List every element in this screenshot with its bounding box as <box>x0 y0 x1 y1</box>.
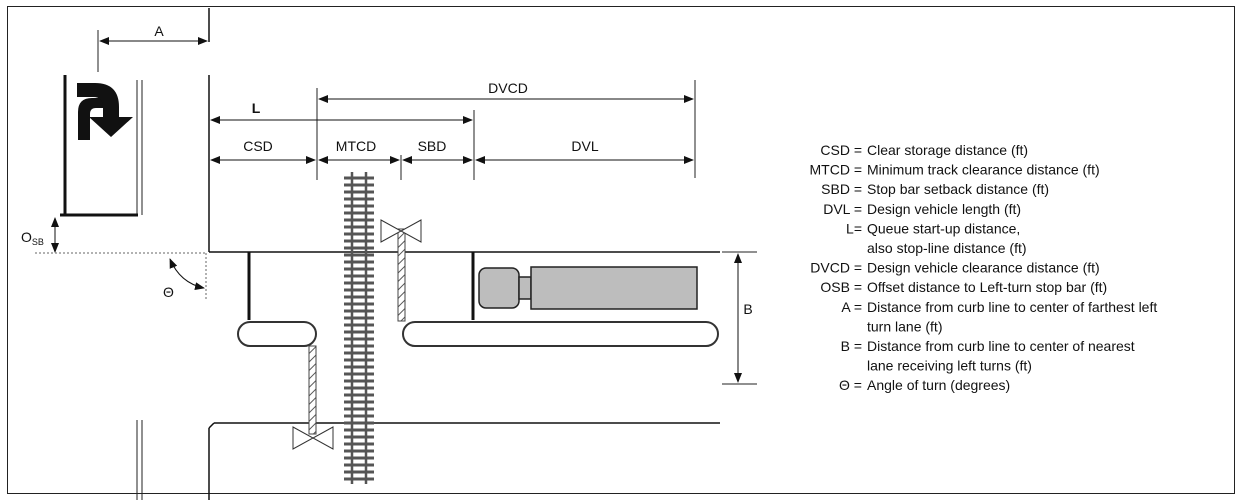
label-SBD: SBD <box>418 138 447 154</box>
legend-text: Distance from curb line to center of nea… <box>867 338 1135 354</box>
legend-key: A = <box>841 299 862 315</box>
label-DVCD: DVCD <box>488 80 528 96</box>
dimension-DVCD: DVCD <box>316 80 696 180</box>
left-median-island <box>237 321 317 347</box>
label-MTCD: MTCD <box>336 138 376 154</box>
label-OSB: OSB <box>21 229 44 247</box>
dimension-theta: Θ <box>163 253 207 300</box>
label-DVL: DVL <box>571 138 598 154</box>
legend-text: Distance from curb line to center of far… <box>867 299 1157 315</box>
left-turn-arrow-icon <box>77 83 133 140</box>
legend-text: also stop-line distance (ft) <box>867 240 1027 256</box>
legend-text: turn lane (ft) <box>867 318 942 334</box>
legend: CSD = Clear storage distance (ft)MTCD =Mi… <box>810 142 1158 393</box>
right-median-island <box>402 321 719 347</box>
label-A: A <box>154 23 164 39</box>
label-CSD: CSD <box>243 138 273 154</box>
legend-key: CSD = <box>820 142 862 158</box>
legend-text: Queue start-up distance, <box>867 220 1020 236</box>
legend-text: Offset distance to Left-turn stop bar (f… <box>867 279 1107 295</box>
legend-key: SBD = <box>821 181 862 197</box>
legend-text: Minimum track clearance distance (ft) <box>867 162 1100 178</box>
truck-icon <box>478 266 698 310</box>
legend-text: Angle of turn (degrees) <box>867 377 1010 393</box>
label-B: B <box>743 301 752 317</box>
legend-key: OSB = <box>820 279 862 295</box>
legend-key: Θ = <box>839 377 862 393</box>
legend-key: DVCD = <box>810 260 862 276</box>
legend-key: MTCD = <box>810 162 863 178</box>
dimension-A: A <box>99 23 208 45</box>
dimension-L: L <box>210 100 475 180</box>
dimension-segments: CSD MTCD SBD DVL <box>210 138 694 180</box>
label-L: L <box>252 100 261 116</box>
legend-text: lane receiving left turns (ft) <box>867 358 1032 374</box>
legend-text: Design vehicle clearance distance (ft) <box>867 260 1100 276</box>
dimension-OSB: OSB <box>21 217 207 254</box>
crossing-gate-icon <box>292 219 422 450</box>
legend-text: Clear storage distance (ft) <box>867 142 1028 158</box>
railroad-track-icon <box>344 172 374 484</box>
approach-road <box>60 8 720 500</box>
diagram-frame <box>7 6 1235 494</box>
legend-text: Design vehicle length (ft) <box>867 201 1021 217</box>
label-theta: Θ <box>163 284 174 300</box>
dimension-B: B <box>722 251 757 385</box>
legend-key: L= <box>846 220 862 236</box>
legend-key: DVL = <box>823 201 862 217</box>
legend-key: B = <box>841 338 862 354</box>
legend-text: Stop bar setback distance (ft) <box>867 181 1049 197</box>
